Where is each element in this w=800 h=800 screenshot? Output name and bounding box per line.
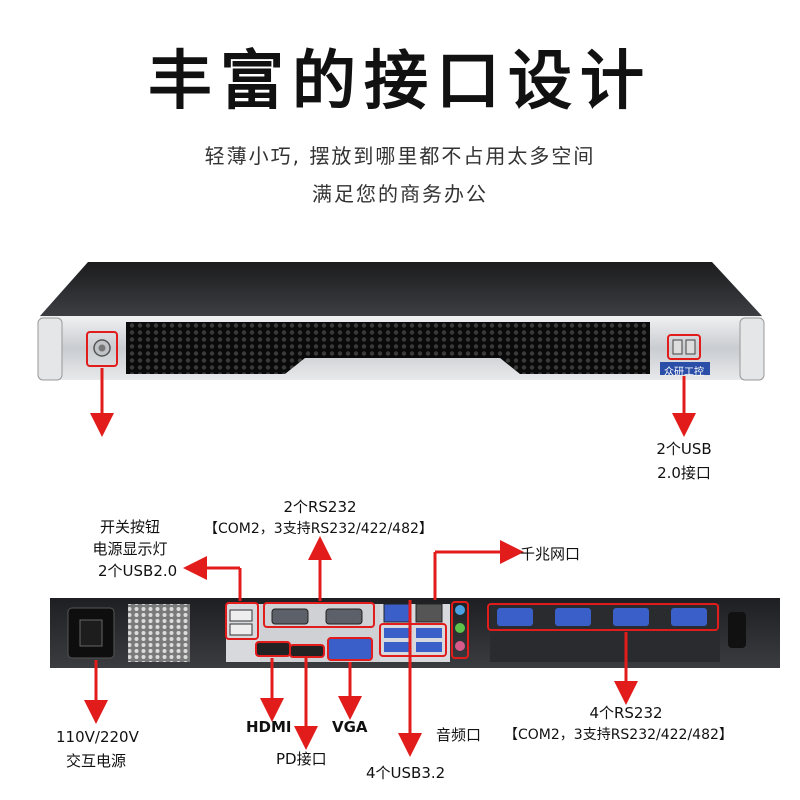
- power-button-label-1: 开关按钮: [99, 518, 160, 536]
- front-chassis: [37, 262, 765, 437]
- expansion-slot-cover: [728, 612, 746, 648]
- hdmi-label: HDMI: [246, 718, 292, 736]
- usb32-port-4: [416, 642, 442, 652]
- power-button-highlight: [86, 331, 118, 367]
- front-usb-highlight: [667, 334, 701, 360]
- usb32-port-3: [416, 628, 442, 638]
- vga-label: VGA: [332, 718, 368, 736]
- right-handle: [739, 317, 765, 381]
- rs232-right-label-1: 4个RS232: [589, 704, 663, 722]
- brand-badge: 众研工控: [664, 367, 704, 378]
- lan-port-2: [415, 603, 443, 623]
- chassis-top: [40, 262, 762, 316]
- usb32-label: 4个USB3.2: [366, 764, 446, 782]
- com-port-2: [325, 608, 363, 625]
- hdmi-port: [255, 641, 291, 657]
- vga-port: [327, 637, 373, 661]
- audio-label: 音频口: [436, 726, 482, 744]
- front-usb-label-2: 2.0接口: [657, 464, 711, 482]
- rs232-port-3: [613, 608, 649, 626]
- com-port-1: [271, 608, 309, 625]
- rs232-right-label-2: 【COM2，3支持RS232/422/482】: [504, 727, 733, 743]
- subtitle-line-1: 轻薄小巧, 摆放到哪里都不占用太多空间: [204, 144, 596, 168]
- rear-usb20-port-1: [229, 609, 253, 622]
- lan-label: 千兆网口: [520, 545, 581, 563]
- front-usb-port-1: [672, 339, 683, 355]
- audio-jack-pink: [455, 641, 465, 651]
- rear-chassis: [50, 536, 780, 757]
- audio-jack-blue: [455, 605, 465, 615]
- power-button-label-2: 电源显示灯: [92, 540, 168, 558]
- rs232-top-label-2: 【COM2，3支持RS232/422/482】: [204, 521, 433, 537]
- subtitle-line-2: 满足您的商务办公: [312, 182, 488, 206]
- rs232-port-2: [555, 608, 591, 626]
- front-vent-grille: [126, 322, 650, 374]
- usb20-label: 2个USB2.0: [98, 562, 178, 580]
- usb32-port-1: [384, 628, 410, 638]
- pd-port: [289, 644, 325, 658]
- rear-fan-vent: [128, 604, 190, 662]
- brand-badge-bg: [660, 362, 710, 375]
- audio-jack-green: [455, 623, 465, 633]
- front-usb-port-2: [685, 339, 696, 355]
- left-handle: [37, 317, 63, 381]
- page-title: 丰富的接口设计: [148, 45, 652, 119]
- front-usb-label-1: 2个USB: [656, 440, 712, 458]
- lan-port-1: [383, 603, 411, 623]
- pd-label: PD接口: [276, 750, 327, 768]
- usb32-port-2: [384, 642, 410, 652]
- rs232-top-label-1: 2个RS232: [283, 498, 357, 516]
- power-input-label-2: 交互电源: [66, 752, 127, 770]
- rear-usb20-port-2: [229, 623, 253, 636]
- rs232-port-4: [671, 608, 707, 626]
- rs232-port-1: [497, 608, 533, 626]
- power-input-label-1: 110V/220V: [56, 728, 139, 746]
